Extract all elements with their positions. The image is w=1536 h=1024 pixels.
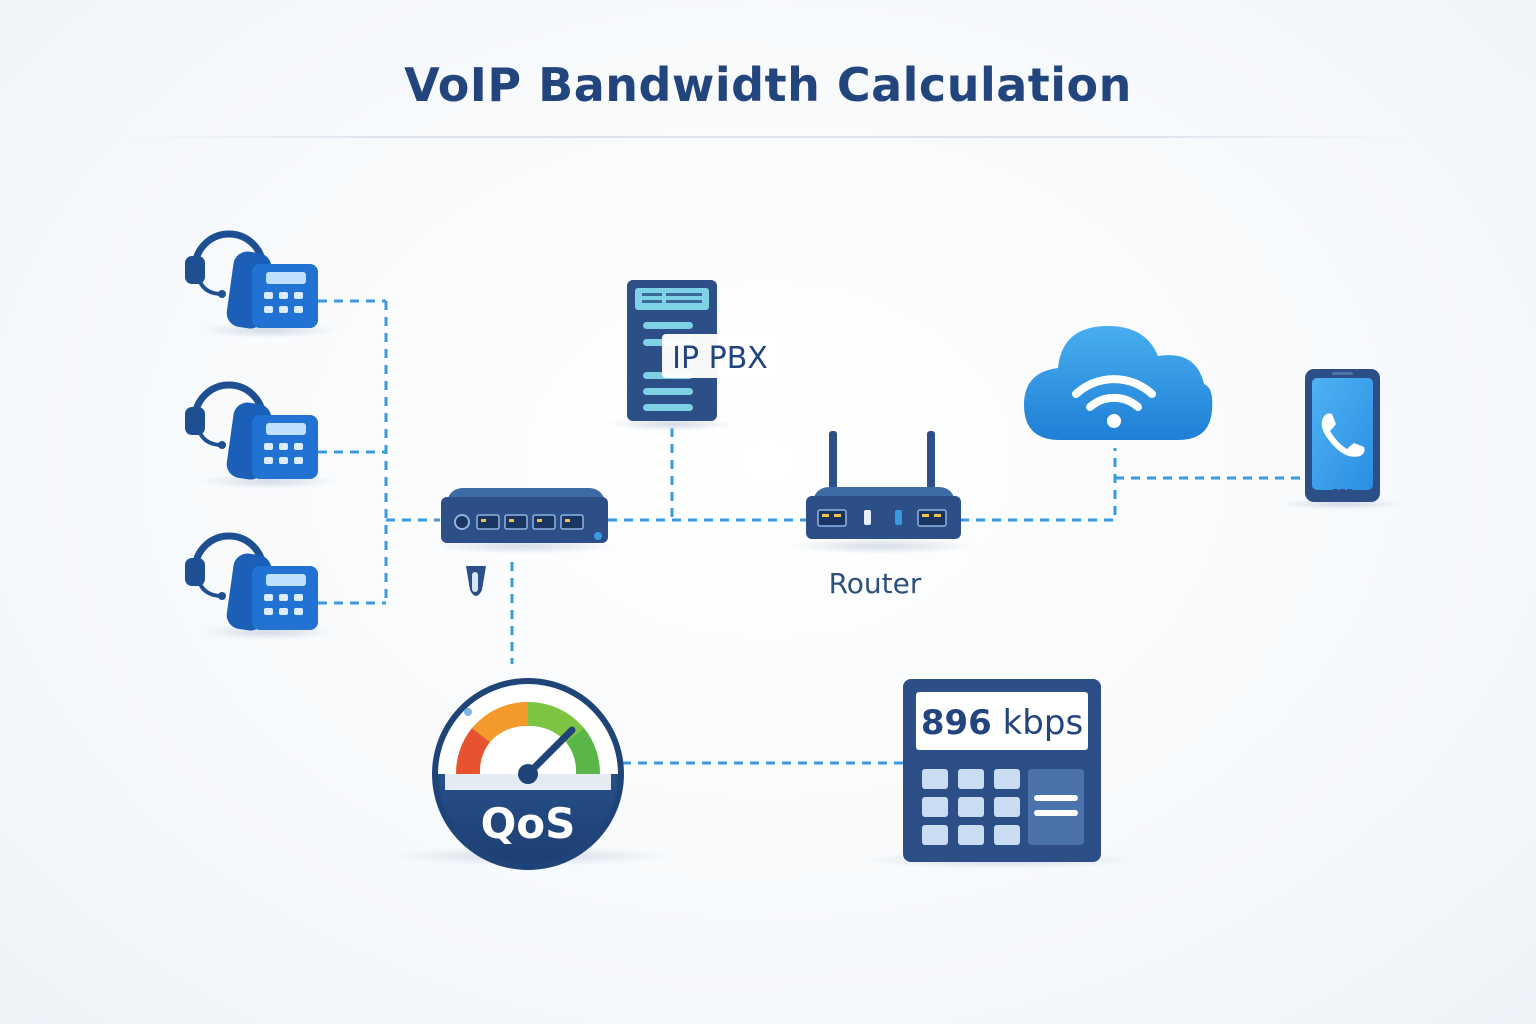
router: Router — [788, 431, 976, 600]
phone-3 — [185, 532, 336, 640]
connection-lines — [318, 299, 1306, 765]
mobile-phone — [1280, 369, 1404, 510]
qos-label: QoS — [481, 799, 576, 848]
router-label: Router — [829, 567, 922, 600]
ip-pbx-server: IP PBX — [608, 280, 778, 431]
page-title: VoIP Bandwidth Calculation — [404, 58, 1132, 112]
pbx-label-box — [662, 334, 778, 378]
headset-desk-phone-icon — [185, 532, 318, 631]
smartphone-call-icon — [1305, 369, 1380, 502]
headset-desk-phone-icon — [185, 381, 318, 480]
cloud-wifi-icon — [1024, 326, 1213, 440]
phone-2 — [185, 381, 336, 489]
headset-desk-phone-icon — [185, 230, 318, 329]
qos-gauge: QoS — [392, 678, 668, 870]
qos-gauge-icon — [432, 678, 624, 870]
cloud — [1024, 326, 1213, 440]
usb-plug-icon — [466, 566, 486, 596]
phone-1 — [185, 230, 336, 338]
title-divider — [128, 136, 1408, 138]
network-switch — [432, 488, 616, 596]
ip-pbx-label: IP PBX — [672, 341, 768, 376]
link-router-cloud — [960, 448, 1117, 522]
calculator-icon — [903, 679, 1101, 862]
bandwidth-calculator: 896 kbps — [864, 679, 1140, 869]
switch-icon — [441, 488, 608, 543]
router-icon — [806, 431, 961, 539]
calculator-display: 896 kbps — [921, 703, 1083, 743]
